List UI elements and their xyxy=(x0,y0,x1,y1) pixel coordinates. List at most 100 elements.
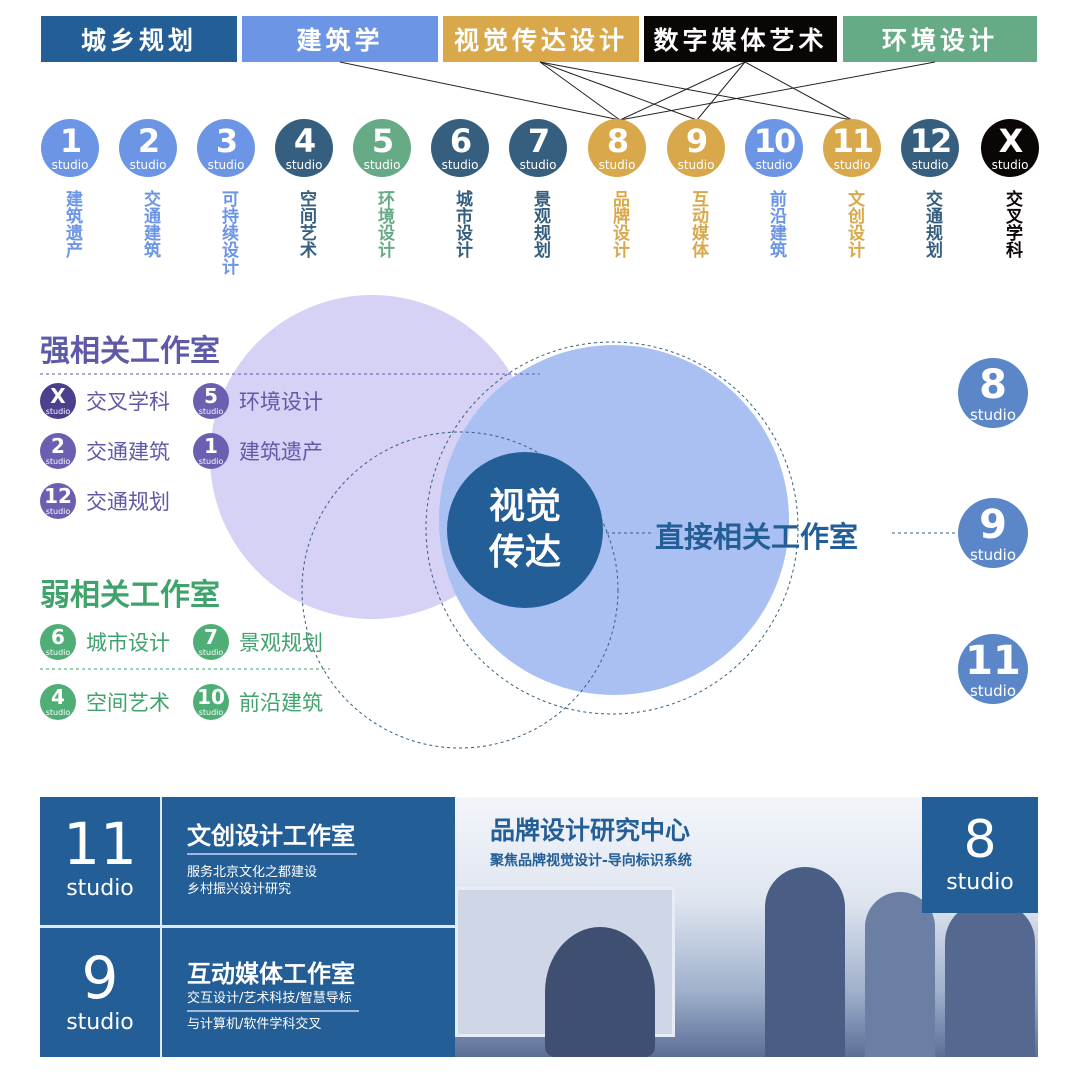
badge-number: 4 xyxy=(51,685,65,709)
studio-suffix: studio xyxy=(285,158,323,172)
badge-number: 5 xyxy=(204,384,218,408)
item-label: 景观规划 xyxy=(239,631,323,655)
studio-label-10: 前沿建筑 xyxy=(766,190,786,258)
studio-label-X: 交叉学科 xyxy=(1002,190,1022,258)
studio-label-1: 建筑遗产 xyxy=(62,190,82,258)
studio-suffix: studio xyxy=(363,158,401,172)
studio-11-suffix: studio xyxy=(66,876,134,901)
studio-label-12: 交通规划 xyxy=(922,190,942,258)
studio-suffix: studio xyxy=(441,158,479,172)
item-label: 前沿建筑 xyxy=(239,691,323,715)
studio-number: 9 xyxy=(685,122,708,160)
studio-suffix: studio xyxy=(51,158,89,172)
badge-suffix: studio xyxy=(198,708,224,717)
badge-number: 10 xyxy=(197,685,225,709)
link-visual-11 xyxy=(539,61,853,121)
badge-suffix: studio xyxy=(198,457,224,466)
direct-title: 直接相关工作室 xyxy=(655,520,859,554)
badge-suffix: studio xyxy=(45,407,71,416)
link-visual-9 xyxy=(539,61,698,121)
link-visual-8 xyxy=(539,61,621,121)
category-digital-media: 数字媒体艺术 xyxy=(644,16,837,62)
studio-suffix: studio xyxy=(911,158,949,172)
studio-number: 7 xyxy=(527,122,550,160)
studio-number: 5 xyxy=(371,122,394,160)
studio-11-desc: 服务北京文化之都建设乡村振兴设计研究 xyxy=(187,864,317,898)
studio-number: 2 xyxy=(137,122,160,160)
center-subtitle: 聚焦品牌视觉设计-导向标识系统 xyxy=(490,853,692,869)
link-environment-8 xyxy=(619,61,936,121)
link-architecture-8 xyxy=(339,61,621,121)
studio-11-number: 11 xyxy=(63,810,137,878)
studio-number: 11 xyxy=(831,122,875,160)
link-digital-9 xyxy=(696,61,746,121)
item-label: 交叉学科 xyxy=(86,390,170,414)
studio-label-7: 景观规划 xyxy=(530,190,550,258)
item-label: 建筑遗产 xyxy=(239,440,323,464)
badge-number: 1 xyxy=(204,434,218,458)
studio-9-title: 互动媒体工作室 xyxy=(187,960,355,988)
studio-suffix: studio xyxy=(677,158,715,172)
badge-number: 12 xyxy=(44,484,72,508)
studio-number: 12 xyxy=(909,122,953,160)
weak-title: 弱相关工作室 xyxy=(40,578,220,613)
studio-8-suffix: studio xyxy=(946,870,1014,895)
studio-number: 3 xyxy=(215,122,238,160)
badge-suffix: studio xyxy=(198,407,224,416)
badge-suffix: studio xyxy=(45,648,71,657)
studio-9-desc-2: 与计算机/软件学科交叉 xyxy=(187,1017,322,1032)
studio-number: 1 xyxy=(59,122,82,160)
person-silhouette xyxy=(945,902,1035,1057)
item-label: 空间艺术 xyxy=(86,691,170,715)
studio-suffix: studio xyxy=(519,158,557,172)
studio-number: X xyxy=(998,122,1024,160)
badge-number: 2 xyxy=(51,434,65,458)
person-silhouette xyxy=(765,867,845,1057)
panel-divider-horizontal xyxy=(40,925,455,928)
direct-dashed-circle xyxy=(425,341,799,715)
studio-suffix: studio xyxy=(129,158,167,172)
badge-number: 6 xyxy=(51,625,65,649)
studio-number: 8 xyxy=(606,122,629,160)
studio-suffix: studio xyxy=(755,158,793,172)
studio-number: 10 xyxy=(753,122,797,160)
strong-title: 强相关工作室 xyxy=(40,334,220,369)
badge-suffix: studio xyxy=(45,457,71,466)
studio-label-3: 可持续设计 xyxy=(218,190,238,275)
badge-number: X xyxy=(50,384,66,408)
studio-11-underline xyxy=(187,853,357,855)
studio-label-8: 品牌设计 xyxy=(609,190,629,258)
center-circle xyxy=(447,452,603,608)
center-title: 品牌设计研究中心 xyxy=(490,816,691,845)
item-label: 交通建筑 xyxy=(86,440,170,464)
studio-number: 6 xyxy=(449,122,472,160)
studio-11-desc-1: 服务北京文化之都建设 xyxy=(187,865,318,880)
studio-suffix: studio xyxy=(207,158,245,172)
item-label: 交通规划 xyxy=(86,490,170,514)
